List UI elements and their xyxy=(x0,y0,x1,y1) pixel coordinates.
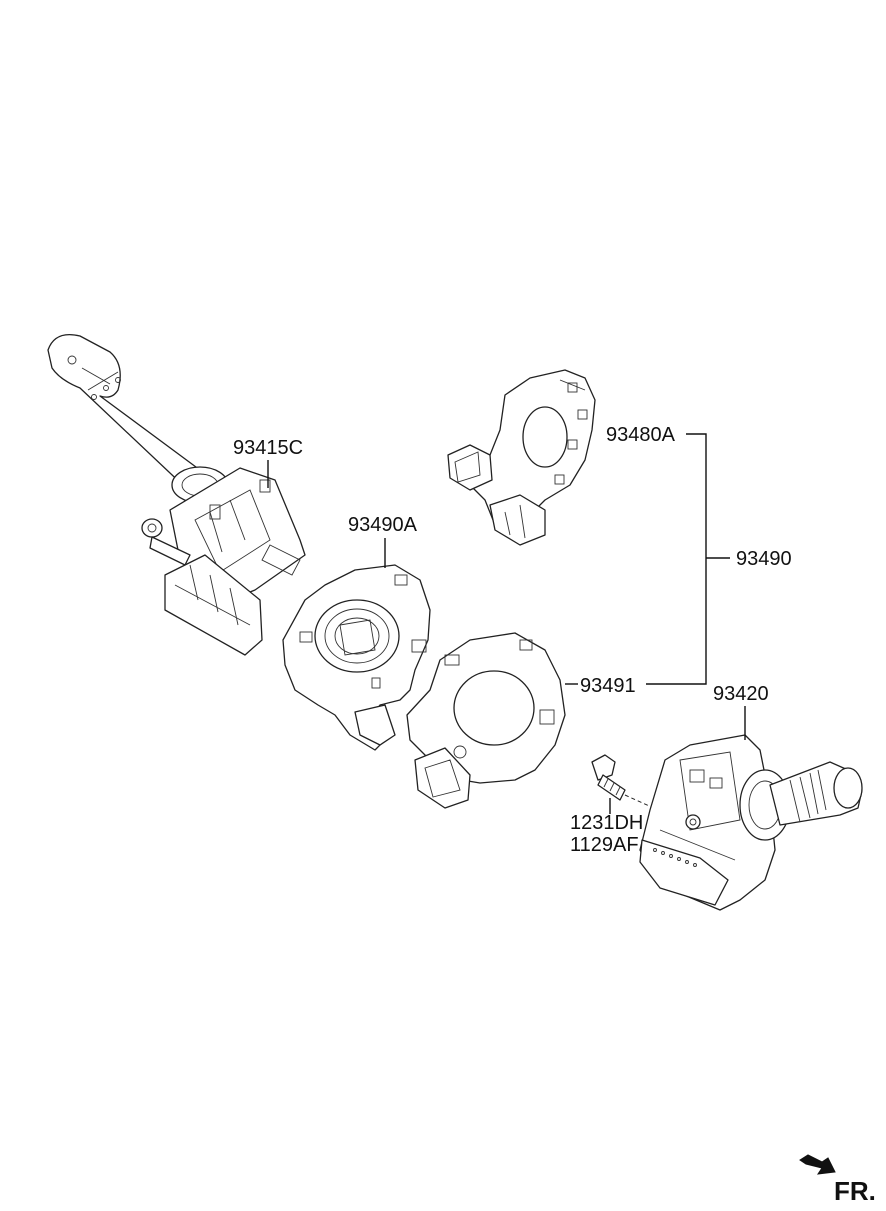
label-1231dh: 1231DH xyxy=(570,812,643,834)
leader-93480a xyxy=(646,433,707,685)
front-arrow-icon xyxy=(799,1154,836,1175)
steering-angle-sensor-93491[interactable] xyxy=(406,632,566,809)
front-label: FR. xyxy=(834,1176,876,1206)
clock-spring-93490a[interactable] xyxy=(282,564,431,751)
front-direction-indicator: FR. xyxy=(799,1154,876,1206)
label-93490a: 93490A xyxy=(348,514,418,536)
light-switch-assembly[interactable] xyxy=(47,333,306,656)
label-93490: 93490 xyxy=(736,548,792,570)
label-93480a: 93480A xyxy=(606,424,676,446)
mounting-screw[interactable] xyxy=(591,754,626,801)
steering-angle-sensor-93480a[interactable] xyxy=(447,369,596,546)
wiper-switch-assembly[interactable] xyxy=(639,734,863,911)
label-93415c: 93415C xyxy=(233,437,303,459)
label-1129af: 1129AF xyxy=(570,834,639,856)
label-93491: 93491 xyxy=(580,675,636,697)
label-93420: 93420 xyxy=(713,683,769,705)
